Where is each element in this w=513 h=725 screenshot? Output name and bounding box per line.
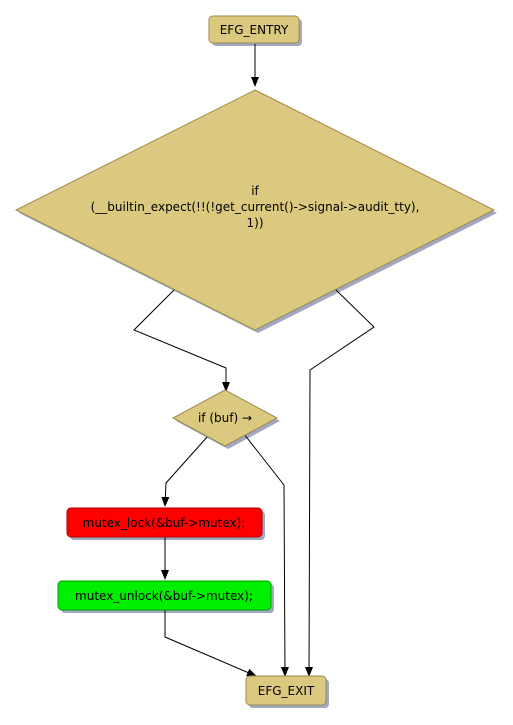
exit-label: EFG_EXIT [258,684,315,698]
cond1-line-2: (__builtin_expect(!!(!get_current()->sig… [91,200,420,214]
edge-cond1-to-exit [305,288,375,677]
edge-cond1-to-cond2 [133,289,230,392]
node-condition-audit-tty: if (__builtin_expect(!!(!get_current()->… [14,89,496,331]
cond1-line-1: if [251,184,259,198]
node-condition-buf: if (buf) → [171,389,279,447]
lock-label: mutex_lock(&buf->mutex); [83,516,246,530]
node-mutex-unlock: mutex_unlock(&buf->mutex); [57,580,272,611]
unlock-label: mutex_unlock(&buf->mutex); [75,589,253,603]
cond2-label: if (buf) → [198,411,252,425]
entry-label: EFG_ENTRY [220,23,289,37]
node-exit: EFG_EXIT [245,675,327,706]
edge-cond2-to-lock [161,435,209,507]
node-entry: EFG_ENTRY [208,15,300,44]
edge-cond2-to-exit [243,433,289,677]
node-mutex-lock: mutex_lock(&buf->mutex); [66,507,263,538]
cond1-line-3: 1)) [247,216,264,230]
edges [133,44,375,677]
edge-unlock-to-exit [164,609,257,677]
